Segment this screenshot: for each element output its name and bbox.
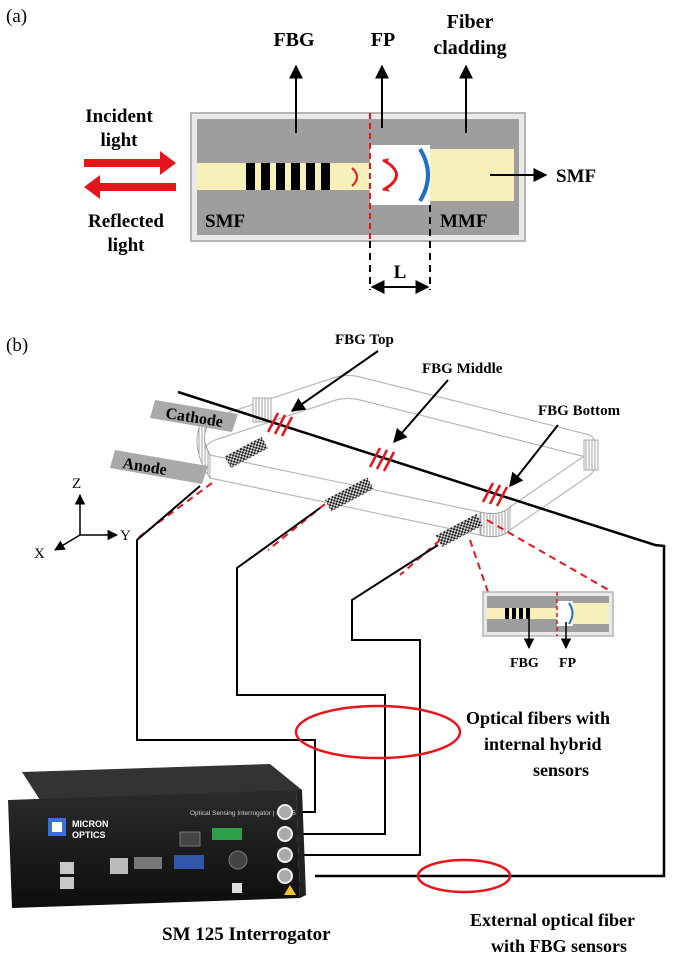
fiber-port-3 [277,847,293,863]
length-label: L [394,262,407,283]
fbg-top-label: FBG Top [335,332,394,348]
optical-label-1: Optical fibers with [466,708,610,728]
external-label-1: External optical fiber [470,910,635,930]
anode-tab: Anode [110,450,208,484]
cathode-label: Cathode [164,405,224,431]
internal-fiber-2 [236,507,386,835]
panel-b: (b) Cathode Anode [6,332,666,956]
sensor-pad-middle [324,477,374,512]
inset-sensor: FBG FP [482,591,614,671]
mmf-label: MMF [440,211,487,232]
sensor-pad-top [224,436,268,469]
axis-y-label: Y [120,528,131,544]
fbg-middle-label: FBG Middle [422,361,503,377]
fiber-port-1 [277,804,293,820]
axis-z-label: Z [72,476,81,492]
external-fiber-ellipse [416,858,512,894]
smf-right-label: SMF [556,166,596,187]
fbg-grating [246,163,330,190]
optical-label-2: internal hybrid [484,734,602,754]
interrogator-device: MICRON OPTICS Optical Sensing Interrogat… [8,764,306,908]
incident-label-2: light [101,130,139,151]
reflected-label-2: light [108,235,146,256]
brand-line-1: MICRON [72,819,109,829]
reflection-arc-small [351,167,358,187]
internal-fibers-ellipse [294,704,462,760]
panel-a-tag: (a) [6,6,27,27]
fp-mirror [418,147,430,203]
panel-a: (a) L [6,6,596,294]
mmf-core [370,145,430,205]
external-label-2: with FBG sensors [491,936,627,956]
panel-b-tag: (b) [6,335,28,356]
fbg-label: FBG [273,29,315,51]
fbg-marks [266,412,509,507]
reflected-label-1: Reflected [88,211,164,232]
inset-fbg-label: FBG [510,656,539,671]
fiber-port-2 [277,826,293,842]
reflected-arrow [84,175,176,199]
smf-left-label: SMF [205,211,245,232]
battery-cell [196,374,599,538]
cladding-label-1: Fiber [447,11,494,33]
internal-fiber-3 [293,544,439,856]
fp-label: FP [371,29,395,51]
incident-label-1: Incident [85,106,153,127]
cathode-tab: Cathode [150,400,238,432]
inset-fp-label: FP [559,656,577,671]
device-title: Optical Sensing Interrogator | sm125 [190,810,296,817]
sensor-pad-bottom [435,513,483,547]
internal-fiber-1 [136,485,316,813]
fbg-bottom-label: FBG Bottom [538,403,621,419]
cladding-label-2: cladding [433,37,506,59]
fiber-port-4 [277,868,293,884]
anode-label: Anode [121,455,168,479]
axis-x-label: X [34,546,45,562]
optical-label-3: sensors [533,760,589,780]
axes: Z Y X [34,476,131,562]
brand-line-2: OPTICS [72,830,106,840]
incident-arrow [84,151,176,175]
device-caption: SM 125 Interrogator [162,924,331,945]
